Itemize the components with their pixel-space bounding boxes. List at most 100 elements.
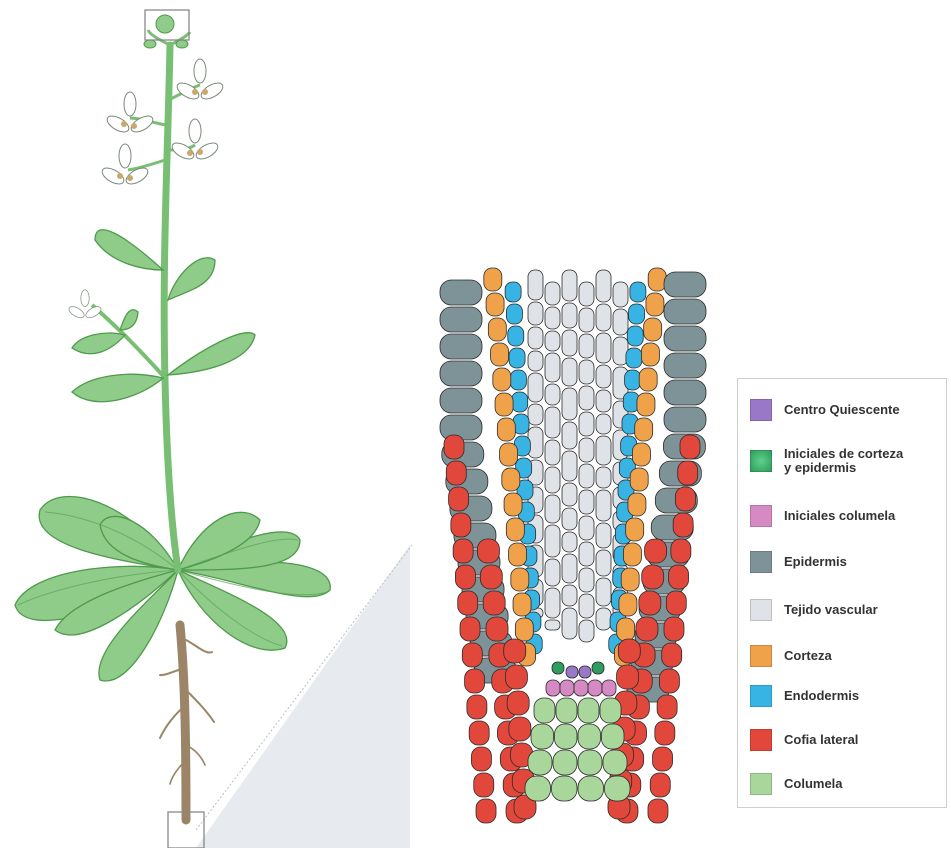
cortex-cell xyxy=(495,393,513,416)
vascular-cell xyxy=(545,588,560,618)
lateral-cap-cell xyxy=(474,773,494,797)
vascular-cell xyxy=(562,554,577,583)
vascular-cell xyxy=(545,353,560,382)
legend-item-lateral-cap: Cofia lateral xyxy=(750,729,858,751)
vascular-cell xyxy=(596,333,611,363)
legend-item-columella-initials: Iniciales columela xyxy=(750,505,895,527)
legend-item-cortex: Corteza xyxy=(750,645,832,667)
lateral-cap-cell xyxy=(666,591,686,615)
legend-label: Endodermis xyxy=(784,689,859,703)
root-tip-anatomy xyxy=(440,268,706,823)
vascular-cell xyxy=(579,594,594,618)
lateral-cap-cell xyxy=(446,461,466,485)
legend-swatch xyxy=(750,729,772,751)
cortex-cell xyxy=(493,368,511,391)
lateral-cap-cell xyxy=(618,639,640,663)
vascular-cell xyxy=(545,307,560,329)
columella-initial-cell xyxy=(546,680,560,696)
cortex-cell xyxy=(632,443,650,466)
vascular-cell xyxy=(596,390,611,412)
columella-cell xyxy=(578,724,601,749)
cortex-cell xyxy=(497,418,515,441)
vascular-cell xyxy=(596,304,611,331)
lateral-cap-cell xyxy=(645,539,667,563)
cortex-cell xyxy=(506,518,524,541)
legend-label: Epidermis xyxy=(784,555,847,569)
columella-cell xyxy=(534,698,555,723)
cortex-cell xyxy=(635,418,653,441)
lateral-cap-cell xyxy=(639,591,661,615)
epidermis-cell xyxy=(440,334,482,359)
columella-initial-cell xyxy=(560,680,574,696)
columella-cell xyxy=(602,724,625,749)
cortex-cell xyxy=(488,318,506,341)
arabidopsis-plant xyxy=(15,10,330,848)
vascular-cell xyxy=(579,334,594,358)
lateral-cap-cell xyxy=(462,643,482,667)
vascular-cell xyxy=(562,303,577,328)
root-system xyxy=(160,625,214,820)
columella-cell xyxy=(555,724,578,749)
cortex-cell xyxy=(639,368,657,391)
main-stem xyxy=(164,45,178,570)
lateral-cap-cell xyxy=(451,513,471,537)
legend-item-cortex-epidermis-initials: Iniciales de corteza y epidermis xyxy=(750,447,903,475)
vascular-cell xyxy=(596,578,611,606)
columella-cell xyxy=(556,698,577,723)
cortex-cell xyxy=(500,443,518,466)
lateral-cap-cell xyxy=(659,669,679,693)
vascular-cell xyxy=(562,532,577,552)
columella-cell xyxy=(531,724,554,749)
epidermis-cell xyxy=(664,407,706,432)
endodermis-cell xyxy=(626,348,642,368)
cortex-cell xyxy=(504,493,522,516)
epidermis-cell xyxy=(664,272,706,297)
vascular-cell xyxy=(596,490,611,521)
lateral-cap-cell xyxy=(680,435,700,459)
vascular-cell xyxy=(545,331,560,351)
columella-cell xyxy=(553,750,577,775)
vascular-cell xyxy=(579,490,594,514)
cortex-cell xyxy=(509,543,527,566)
vascular-cell xyxy=(596,523,611,548)
cortex-cell xyxy=(486,293,504,316)
cortex-epidermis-initial-cell xyxy=(552,662,564,674)
epidermis-cell xyxy=(440,307,482,332)
endodermis-cell xyxy=(625,370,641,390)
lateral-cap-cell xyxy=(664,617,684,641)
epidermis-cell xyxy=(440,415,482,440)
cortex-epidermis-initial-cell xyxy=(592,662,604,674)
vascular-cell xyxy=(562,422,577,449)
lateral-cap-cell xyxy=(671,539,691,563)
vascular-cell xyxy=(545,495,560,523)
columella-cell xyxy=(603,750,627,775)
quiescent-center-cell xyxy=(579,666,591,678)
cortex-cell xyxy=(637,393,655,416)
vascular-cell xyxy=(579,568,594,592)
cortex-cell xyxy=(623,543,641,566)
cortex-cell xyxy=(502,468,520,491)
lateral-cap-cell xyxy=(650,773,670,797)
lateral-cap-cell xyxy=(669,565,689,589)
lateral-cap-cell xyxy=(486,617,508,641)
vascular-cell xyxy=(545,467,560,493)
cortex-cell xyxy=(515,618,533,641)
lateral-cap-cell xyxy=(657,695,677,719)
legend-item-quiescent: Centro Quiescente xyxy=(750,399,900,421)
cortex-cell xyxy=(626,518,644,541)
lateral-cap-cell xyxy=(449,487,469,511)
columella-cell xyxy=(578,698,599,723)
endodermis-cell xyxy=(627,326,643,346)
vascular-cell xyxy=(579,438,594,462)
vascular-cell xyxy=(545,282,560,305)
legend-swatch xyxy=(750,399,772,421)
endodermis-cell xyxy=(505,282,521,302)
lateral-cap-cell xyxy=(673,513,693,537)
cortex-cell xyxy=(617,618,635,641)
vascular-cell xyxy=(613,309,628,335)
lateral-cap-cell xyxy=(465,669,485,693)
lateral-cap-cell xyxy=(477,539,499,563)
vascular-cell xyxy=(562,585,577,606)
lateral-cap-cell xyxy=(509,717,531,741)
lateral-cap-cell xyxy=(504,639,526,663)
